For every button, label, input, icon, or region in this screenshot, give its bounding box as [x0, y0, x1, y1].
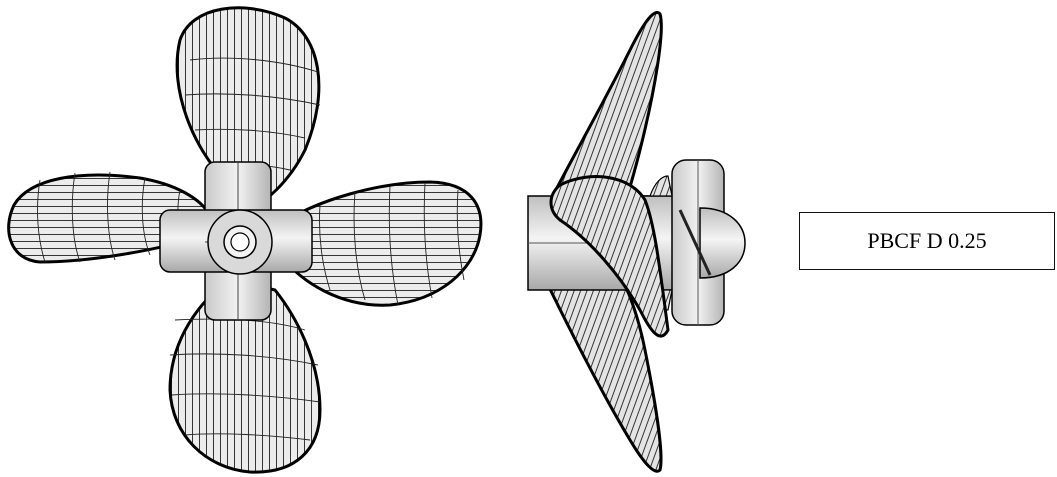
figure-label-text: PBCF D 0.25	[867, 228, 987, 253]
blade-bottom	[168, 278, 322, 474]
propeller-side-view	[527, 11, 746, 473]
blade-right	[278, 180, 483, 307]
hub-front	[159, 161, 313, 321]
figure-label: PBCF D 0.25	[799, 212, 1055, 270]
blade-top	[175, 6, 321, 212]
blade-side-center	[549, 175, 670, 338]
propeller-front-view	[7, 6, 483, 474]
